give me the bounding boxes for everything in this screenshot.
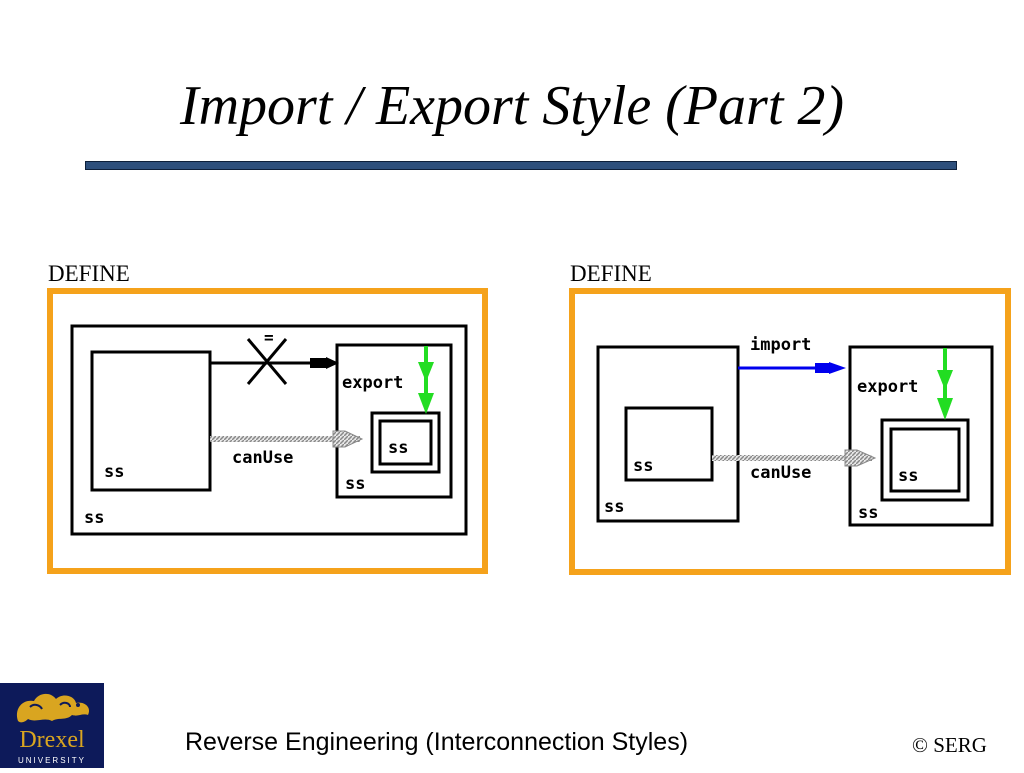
right-canuse-label: canUse	[750, 463, 811, 483]
logo-name: Drexel	[19, 727, 85, 753]
drexel-logo: Drexel UNIVERSITY	[0, 683, 104, 768]
right-export-arrow-head-2	[937, 398, 953, 420]
left-subsystem-box	[90, 350, 212, 492]
title-rule	[85, 161, 957, 170]
logo-subtitle: UNIVERSITY	[18, 756, 86, 765]
left-inner-box-inner	[378, 419, 433, 466]
left-define-heading: DEFINE	[48, 261, 130, 286]
dragon-icon: Drexel UNIVERSITY	[16, 693, 90, 765]
left-define-frame	[47, 288, 488, 574]
right-define-heading: DEFINE	[570, 261, 652, 286]
right-inner-box-outer	[880, 418, 970, 502]
left-export-label: export	[342, 373, 403, 393]
right-export-label: export	[857, 377, 918, 397]
right-import-arrow	[829, 362, 846, 374]
right-ss-left: ss	[604, 497, 624, 517]
right-ss-inner: ss	[898, 466, 918, 486]
right-define-frame	[569, 288, 1011, 575]
left-ss-inner: ss	[388, 438, 408, 458]
copyright: © SERG	[912, 733, 987, 757]
left-connector-x2	[246, 338, 288, 385]
right-ss-left-inner: ss	[633, 456, 653, 476]
right-inner-box-inner	[889, 427, 961, 493]
left-diagram: DEFINE = export canUse ss ss ss ss	[47, 261, 488, 574]
right-export-arrow-head-1	[937, 370, 953, 390]
left-export-arrow-head-2	[418, 393, 434, 414]
left-export-arrow-head-1	[418, 362, 434, 382]
footer-text: Reverse Engineering (Interconnection Sty…	[185, 728, 689, 756]
left-connector-arrow	[326, 357, 339, 369]
right-canuse-arrow	[844, 449, 877, 467]
left-inner-box-outer	[370, 411, 441, 474]
right-ss-right: ss	[858, 503, 878, 523]
slide-title: Import / Export Style (Part 2)	[179, 75, 845, 137]
left-ss-outer: ss	[84, 508, 104, 528]
right-canuse-line	[712, 455, 872, 461]
left-right-subsystem-box	[335, 343, 453, 499]
left-canuse-label: canUse	[232, 448, 293, 468]
left-canuse-arrow	[332, 430, 364, 448]
right-left-inner-box	[624, 406, 714, 482]
left-connector-head	[310, 358, 326, 368]
right-right-subsystem-box	[848, 345, 994, 527]
left-equals-mark: =	[264, 328, 274, 347]
right-left-subsystem-box	[596, 345, 740, 523]
right-diagram: DEFINE import export canUse ss ss ss ss	[569, 261, 1011, 575]
left-ss-left: ss	[104, 462, 124, 482]
left-canuse-line	[210, 436, 360, 442]
right-import-head	[815, 363, 829, 373]
left-ss-right: ss	[345, 474, 365, 494]
left-outer-subsystem	[70, 324, 468, 536]
right-import-label: import	[750, 335, 811, 355]
